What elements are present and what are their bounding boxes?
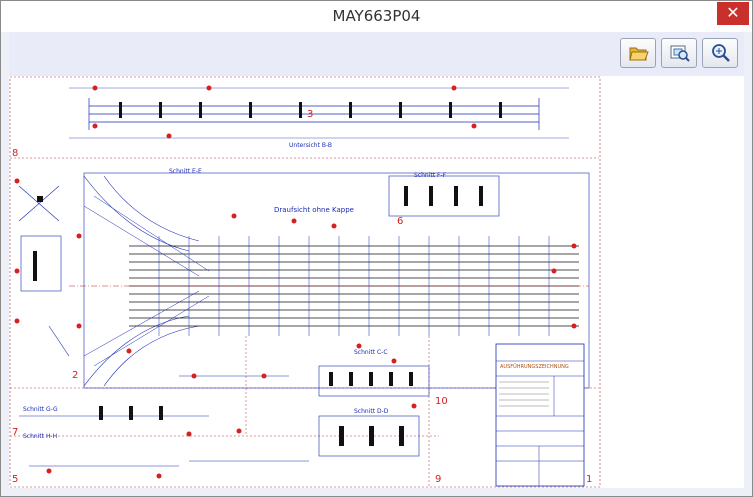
sheet-number: 9 (435, 474, 442, 485)
sheet-number: 8 (12, 148, 19, 159)
window-title: MAY663P04 (332, 7, 421, 25)
close-button[interactable]: ✕ (717, 2, 749, 25)
zoom-search-button[interactable] (702, 38, 738, 68)
section-title: Schnitt G-G (23, 406, 58, 413)
section-title: Untersicht B-B (289, 142, 333, 149)
section-title: Schnitt C-C (354, 349, 388, 356)
sheet-number: 6 (397, 216, 404, 227)
title-block (495, 343, 585, 487)
section-title: Schnitt H-H (23, 433, 58, 440)
section-title: Draufsicht ohne Kappe (274, 206, 354, 214)
open-folder-button[interactable] (620, 38, 656, 68)
engineering-drawing (9, 76, 601, 488)
section-title: Schnitt D-D (354, 408, 389, 415)
sheet-number: 10 (435, 396, 448, 407)
title-bar: MAY663P04 ✕ (1, 1, 752, 32)
sheet-number: 3 (307, 109, 314, 120)
toolbar (9, 32, 744, 76)
magnifier-icon (712, 44, 730, 62)
sheet-number: 5 (12, 474, 19, 485)
section-title: Schnitt E-E (169, 168, 202, 175)
zoom-fit-icon (670, 45, 690, 62)
drawing-canvas[interactable]: 8 6 3 2 7 5 10 9 1 Untersicht B-B Draufs… (9, 76, 744, 488)
zoom-fit-button[interactable] (661, 38, 697, 68)
sheet-number: 1 (586, 474, 593, 485)
sheet-number: 7 (12, 427, 19, 438)
folder-open-icon (629, 47, 649, 61)
title-block-caption: AUSFÜHRUNGSZEICHNUNG (500, 364, 569, 370)
section-title: Schnitt F-F (414, 172, 447, 179)
sheet-number: 2 (72, 370, 79, 381)
